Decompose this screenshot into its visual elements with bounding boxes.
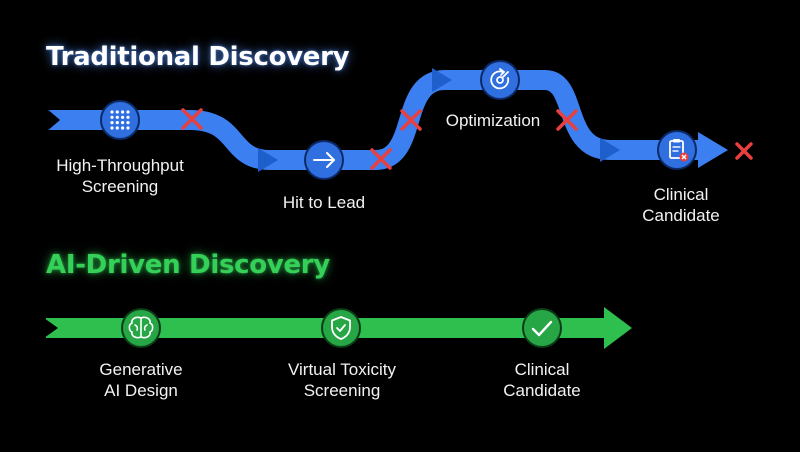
x-mark-icon — [556, 109, 578, 131]
stage-label-line2: Screening — [303, 381, 381, 400]
shield-check-icon — [331, 316, 351, 340]
stage-node-generative-ai — [121, 308, 161, 348]
stage-label-clinical-candidate-ai: Clinical Candidate — [503, 359, 581, 401]
x-mark-icon — [735, 142, 753, 160]
checkmark-icon — [531, 320, 553, 337]
stage-label-virtual-toxicity: Virtual Toxicity Screening — [288, 359, 396, 401]
grid-dots-icon — [110, 110, 130, 130]
stage-label-line1: High-Throughput — [56, 156, 184, 175]
stage-label-line2: Candidate — [642, 206, 720, 225]
stage-label-optimization: Optimization — [446, 110, 540, 131]
x-mark-icon — [370, 148, 392, 170]
x-mark-icon — [400, 109, 422, 131]
clipboard-x-icon — [669, 139, 689, 162]
traditional-path — [46, 68, 728, 172]
path-tail-notch — [46, 108, 60, 132]
x-mark-icon — [181, 108, 203, 130]
stage-label-generative-ai: Generative AI Design — [99, 359, 182, 401]
stage-label-hit-to-lead: Hit to Lead — [283, 192, 365, 213]
brain-icon — [128, 316, 154, 339]
stage-node-virtual-toxicity — [321, 308, 361, 348]
stage-label-line1: Generative — [99, 360, 183, 379]
traditional-arrowhead — [698, 132, 728, 168]
stage-label-line2: Candidate — [503, 381, 581, 400]
stage-node-clinical-candidate-ai — [522, 308, 562, 348]
chevron-2 — [432, 68, 452, 92]
traditional-discovery-title: Traditional Discovery — [46, 42, 350, 72]
stage-label-line2: AI Design — [104, 381, 178, 400]
stage-label-clinical-candidate-trad: Clinical Candidate — [642, 184, 720, 226]
failure-markers — [181, 108, 753, 170]
stage-node-optimization — [480, 60, 520, 100]
chevron-1 — [258, 148, 278, 172]
ai-path-tail-notch — [44, 318, 58, 338]
stage-label-line1: Virtual Toxicity — [287, 360, 397, 379]
stage-label-line1: Optimization — [445, 111, 541, 130]
ai-arrowhead — [604, 307, 632, 349]
stage-label-hts: High-Throughput Screening — [56, 155, 184, 197]
stage-node-hts — [100, 100, 140, 140]
stage-label-line1: Clinical — [514, 360, 570, 379]
stage-label-line1: Clinical — [653, 185, 709, 204]
stage-label-line1: Hit to Lead — [282, 193, 366, 212]
ai-driven-discovery-title: AI-Driven Discovery — [46, 250, 330, 280]
stage-node-clinical-candidate-trad — [657, 130, 697, 170]
chevron-3 — [600, 138, 620, 162]
arrow-right-icon — [313, 152, 335, 168]
stage-label-line2: Screening — [81, 177, 159, 196]
refresh-target-icon — [490, 68, 510, 90]
stage-node-hit-to-lead — [304, 140, 344, 180]
